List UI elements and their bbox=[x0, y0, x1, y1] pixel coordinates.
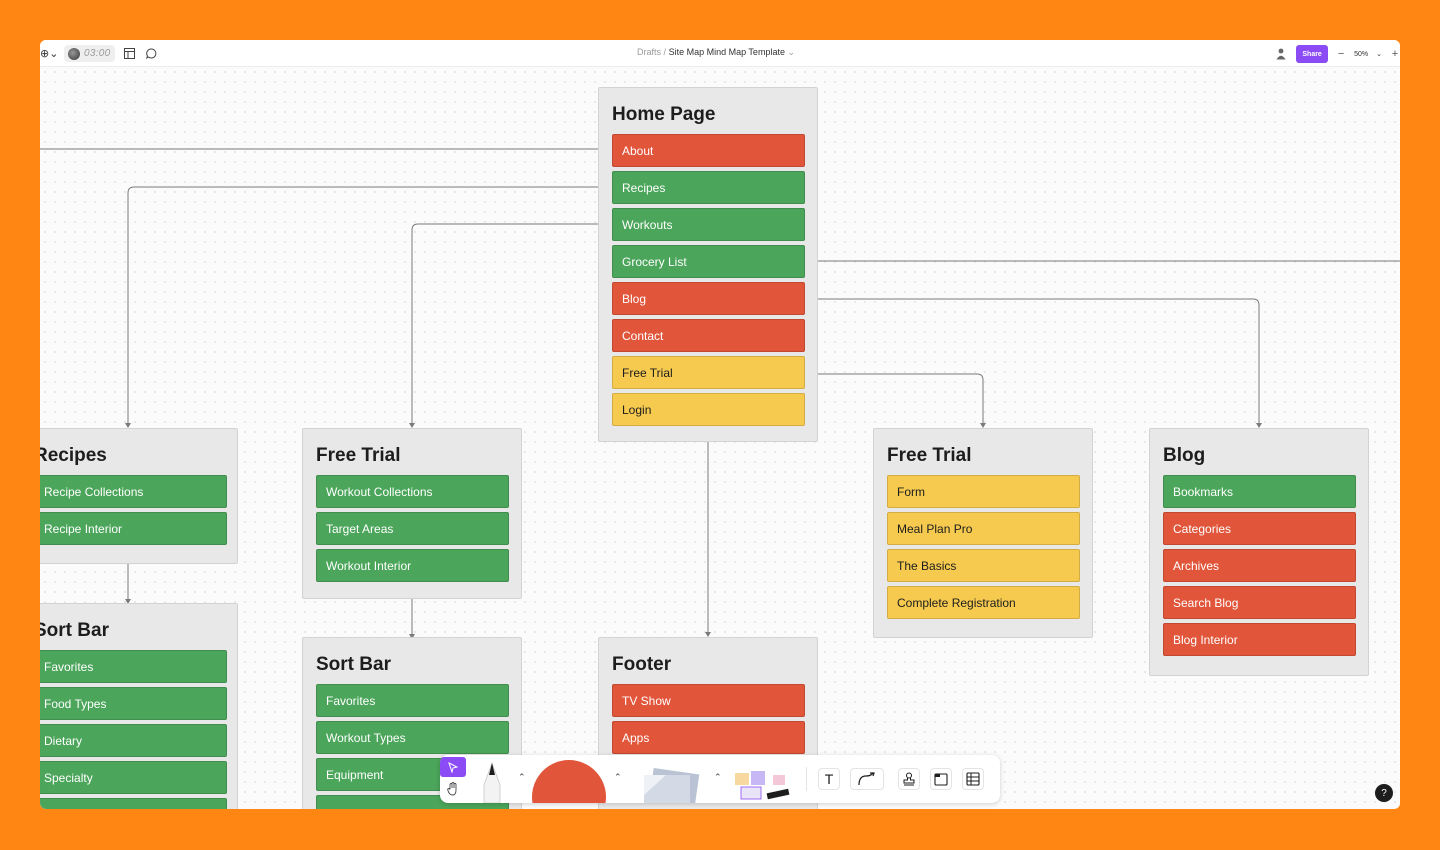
chevron-up-icon[interactable]: ⌃ bbox=[714, 772, 722, 782]
sitemap-node-item[interactable]: Workouts bbox=[612, 208, 805, 241]
help-button[interactable]: ? bbox=[1375, 784, 1393, 802]
sitemap-node-item[interactable]: Specialty bbox=[40, 761, 227, 794]
sitemap-node-item[interactable]: Bookmarks bbox=[1163, 475, 1356, 508]
sitemap-node-item[interactable]: Login bbox=[612, 393, 805, 426]
breadcrumb-separator: / bbox=[663, 47, 667, 57]
figma-logo-icon[interactable]: ⊕⌄ bbox=[40, 48, 59, 60]
arrow-footer bbox=[705, 632, 711, 637]
top-bar: ⊕⌄ 03:00 Drafts / Site Map Mind Map Temp… bbox=[40, 40, 1400, 67]
sitemap-node-item[interactable]: Workout Types bbox=[316, 721, 509, 754]
avatar-icon bbox=[68, 47, 80, 60]
card-title: Free Trial bbox=[887, 445, 972, 466]
chevron-down-icon[interactable]: ⌄ bbox=[787, 47, 796, 57]
sitemap-node-item[interactable]: About bbox=[612, 134, 805, 167]
share-button[interactable]: Share bbox=[1296, 45, 1329, 63]
zoom-out-button[interactable]: − bbox=[1337, 48, 1345, 60]
sitemap-node-item[interactable]: Meal Plan Pro bbox=[887, 512, 1080, 545]
card-title: Free Trial bbox=[316, 445, 401, 466]
card-title: Footer bbox=[612, 654, 672, 675]
sitemap-node-item[interactable]: Favorites bbox=[40, 650, 227, 683]
connector-lines bbox=[40, 148, 1400, 639]
arrow-recipes bbox=[125, 423, 131, 428]
breadcrumb: Drafts / Site Map Mind Map Template ⌄ bbox=[637, 47, 795, 58]
sitemap-node-item[interactable]: Contact bbox=[612, 319, 805, 352]
chevron-up-icon[interactable]: ⌃ bbox=[614, 772, 622, 782]
text-icon[interactable]: T bbox=[818, 768, 840, 790]
arrow-workouts bbox=[409, 423, 415, 428]
sitemap-node-item[interactable]: The Basics bbox=[887, 549, 1080, 582]
sitemap-node-item[interactable]: Recipes bbox=[612, 171, 805, 204]
section-icon[interactable] bbox=[930, 768, 952, 790]
card-title: Recipes bbox=[40, 445, 107, 466]
sitemap-node-item[interactable]: Workout Interior bbox=[316, 549, 509, 582]
sitemap-node-item[interactable] bbox=[40, 798, 227, 809]
comment-icon[interactable] bbox=[145, 47, 159, 61]
sitemap-node-item[interactable]: TV Show bbox=[612, 684, 805, 717]
card-title: Sort Bar bbox=[316, 654, 391, 675]
hand-icon[interactable] bbox=[446, 781, 460, 797]
zoom-level[interactable]: 50% bbox=[1354, 50, 1369, 58]
sitemap-node-item[interactable]: Recipe Collections bbox=[40, 475, 227, 508]
sitemap-node-item[interactable]: Apps bbox=[612, 721, 805, 754]
connector-free-trial bbox=[804, 373, 984, 426]
zoom-in-button[interactable]: + bbox=[1391, 48, 1399, 60]
arrow-recipes-sort bbox=[125, 599, 131, 604]
sticker-icon[interactable] bbox=[733, 769, 795, 803]
sticky-note-icon[interactable] bbox=[636, 765, 706, 803]
sitemap-node-item[interactable]: Food Types bbox=[40, 687, 227, 720]
bottom-toolbar: ⌃ ⌃ ⌃ T bbox=[440, 755, 1000, 803]
connector-blog bbox=[804, 298, 1260, 426]
arrow-free-trial bbox=[980, 423, 986, 428]
sitemap-node-item[interactable]: Favorites bbox=[316, 684, 509, 717]
cursor-icon[interactable] bbox=[440, 757, 466, 777]
sitemap-node-item[interactable]: Form bbox=[887, 475, 1080, 508]
sitemap-node-item[interactable]: Blog Interior bbox=[1163, 623, 1356, 656]
zoom-chevron-icon[interactable]: ⌄ bbox=[1376, 51, 1382, 58]
toolbar-divider bbox=[806, 767, 807, 791]
connector-recipes bbox=[127, 186, 611, 426]
sitemap-node-item[interactable]: Categories bbox=[1163, 512, 1356, 545]
user-icon[interactable] bbox=[1274, 47, 1288, 61]
sitemap-node-item[interactable]: Search Blog bbox=[1163, 586, 1356, 619]
card-title: Home Page bbox=[612, 104, 716, 125]
sitemap-node-item[interactable]: Complete Registration bbox=[887, 586, 1080, 619]
connector-workouts bbox=[411, 223, 611, 426]
sitemap-node-item[interactable]: Workout Collections bbox=[316, 475, 509, 508]
breadcrumb-parent[interactable]: Drafts bbox=[637, 47, 662, 57]
card-title: Sort Bar bbox=[40, 620, 109, 641]
sitemap-node-item[interactable]: Blog bbox=[612, 282, 805, 315]
connector-icon[interactable] bbox=[850, 768, 884, 790]
table-icon[interactable] bbox=[962, 768, 984, 790]
shape-icon[interactable] bbox=[532, 760, 606, 803]
chevron-up-icon[interactable]: ⌃ bbox=[518, 772, 526, 782]
card-title: Blog bbox=[1163, 445, 1206, 466]
sitemap-node-item[interactable]: Recipe Interior bbox=[40, 512, 227, 545]
sitemap-node-item[interactable]: Grocery List bbox=[612, 245, 805, 278]
layout-icon[interactable] bbox=[123, 47, 137, 61]
file-name[interactable]: Site Map Mind Map Template bbox=[668, 47, 785, 57]
timer-text: 03:00 bbox=[84, 48, 111, 59]
sitemap-node-item[interactable]: Archives bbox=[1163, 549, 1356, 582]
sitemap-node-item[interactable]: Free Trial bbox=[612, 356, 805, 389]
stamp-icon[interactable] bbox=[898, 768, 920, 790]
pen-icon[interactable] bbox=[480, 761, 504, 803]
arrow-blog bbox=[1256, 423, 1262, 428]
sitemap-node-item[interactable]: Dietary bbox=[40, 724, 227, 757]
timer[interactable]: 03:00 bbox=[64, 45, 115, 62]
sitemap-node-item[interactable]: Target Areas bbox=[316, 512, 509, 545]
app-window: ⊕⌄ 03:00 Drafts / Site Map Mind Map Temp… bbox=[40, 40, 1400, 809]
arrow-workouts-sort bbox=[409, 634, 415, 639]
